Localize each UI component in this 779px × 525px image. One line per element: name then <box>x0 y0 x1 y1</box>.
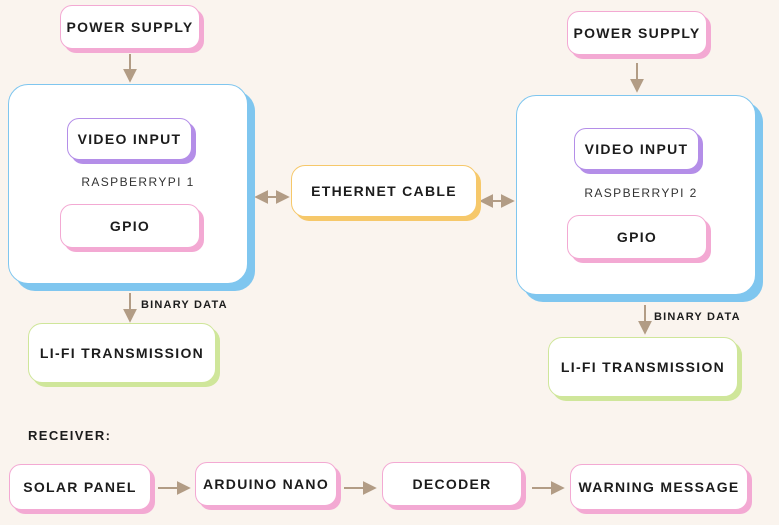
left-pi-label: RASPBERRYPI 1 <box>81 175 195 189</box>
left-power-supply-label: POWER SUPPLY <box>66 19 194 35</box>
decoder-label: DECODER <box>412 476 492 492</box>
receiver-label: RECEIVER: <box>28 428 112 443</box>
left-binary-data-label: BINARY DATA <box>141 299 228 311</box>
right-binary-data-label: BINARY DATA <box>654 311 741 323</box>
left-video-input-box: VIDEO INPUT <box>67 118 192 160</box>
right-video-input-box: VIDEO INPUT <box>574 128 699 170</box>
warning-message-box: WARNING MESSAGE <box>570 464 748 510</box>
left-gpio-box: GPIO <box>60 204 200 248</box>
right-lifi-label: LI-FI TRANSMISSION <box>560 359 726 375</box>
ethernet-cable-label: ETHERNET CABLE <box>311 183 457 199</box>
left-power-supply-box: POWER SUPPLY <box>60 5 200 49</box>
left-raspberrypi-box <box>8 84 248 284</box>
left-video-input-label: VIDEO INPUT <box>77 131 182 147</box>
decoder-box: DECODER <box>382 462 522 506</box>
right-video-input-label: VIDEO INPUT <box>584 141 689 157</box>
arduino-nano-box: ARDUINO NANO <box>195 462 337 506</box>
right-lifi-box: LI-FI TRANSMISSION <box>548 337 738 397</box>
solar-panel-label: SOLAR PANEL <box>23 479 137 495</box>
left-lifi-label: LI-FI TRANSMISSION <box>39 345 205 361</box>
solar-panel-box: SOLAR PANEL <box>9 464 151 510</box>
right-pi-label: RASPBERRYPI 2 <box>584 186 698 200</box>
right-gpio-label: GPIO <box>616 229 658 245</box>
left-gpio-label: GPIO <box>109 218 151 234</box>
right-power-supply-label: POWER SUPPLY <box>573 25 701 41</box>
warning-message-label: WARNING MESSAGE <box>578 479 740 495</box>
ethernet-cable-box: ETHERNET CABLE <box>291 165 477 217</box>
right-gpio-box: GPIO <box>567 215 707 259</box>
left-lifi-box: LI-FI TRANSMISSION <box>28 323 216 383</box>
right-power-supply-box: POWER SUPPLY <box>567 11 707 55</box>
arduino-nano-label: ARDUINO NANO <box>202 476 330 492</box>
